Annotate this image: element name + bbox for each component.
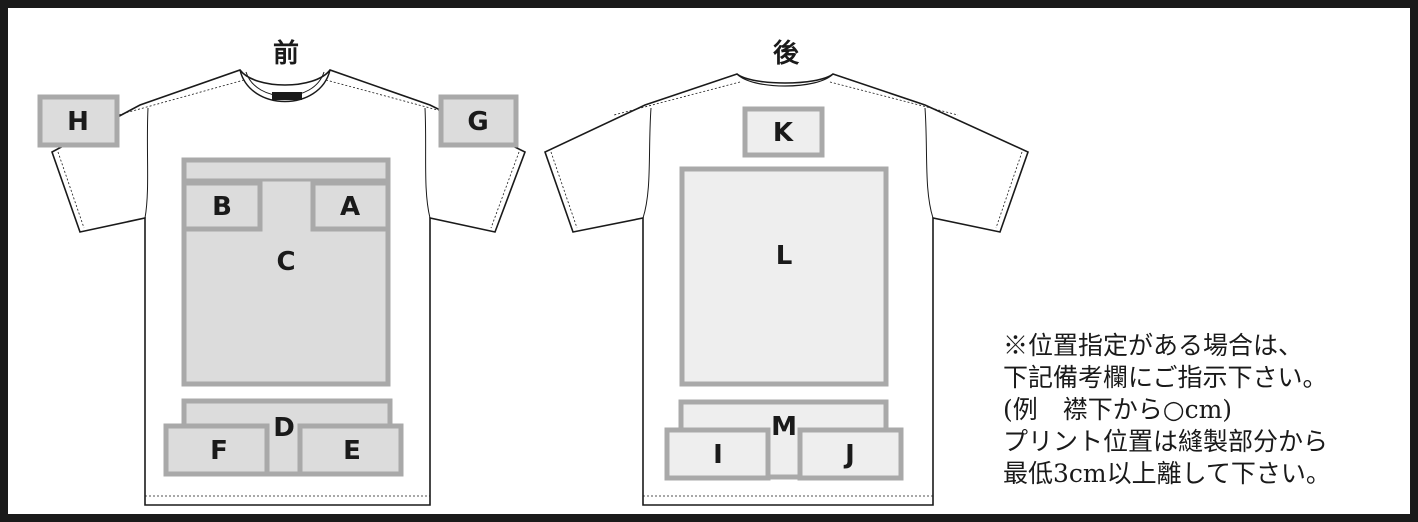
zone-b-label: B <box>212 192 232 222</box>
note-line: プリント位置は縫製部分から <box>1003 427 1329 456</box>
print-instruction-note: ※位置指定がある場合は、 下記備考欄にご指示下さい。 (例 襟下から○cm) プ… <box>1003 330 1413 490</box>
back-shoulder-seam-right <box>924 107 934 219</box>
zone-j[interactable] <box>797 427 904 481</box>
zone-l-label: L <box>776 241 793 271</box>
zone-i[interactable] <box>664 427 771 481</box>
back-title: 後 <box>773 38 800 69</box>
back-sleeve-hem-right <box>995 151 1023 229</box>
note-line: 最低3cm以上離して下さい。 <box>1003 459 1331 488</box>
zone-g[interactable] <box>438 94 519 148</box>
front-stitch-right <box>325 79 457 116</box>
zone-k-label: K <box>773 118 794 148</box>
back-stitch-left <box>613 81 741 116</box>
front-sleeve-hem-left <box>57 151 85 229</box>
zone-a[interactable] <box>310 180 391 232</box>
zone-m-label: M <box>771 412 797 442</box>
zone-g-label: G <box>467 107 488 137</box>
zone-f-label: F <box>210 436 228 466</box>
note-line: (例 襟下から○cm) <box>1003 395 1233 424</box>
zone-b[interactable] <box>181 180 263 232</box>
zone-d-label: D <box>273 413 295 443</box>
zone-a-label: A <box>340 192 360 222</box>
back-collar <box>736 73 834 87</box>
back-tshirt: K L M I J 後 <box>544 38 1029 506</box>
front-tshirt: H G C B A D F E 前 <box>37 38 527 506</box>
zone-h-label: H <box>67 107 89 137</box>
front-title: 前 <box>273 38 299 69</box>
zone-h[interactable] <box>37 94 120 148</box>
front-sleeve-hem-right <box>490 151 520 229</box>
zone-k[interactable] <box>742 106 825 158</box>
note-line: 下記備考欄にご指示下さい。 <box>1003 363 1328 392</box>
note-line: ※位置指定がある場合は、 <box>1003 331 1304 360</box>
collar-tag <box>272 92 302 100</box>
back-shoulder-seam-left <box>642 107 652 219</box>
front-shoulder-seam-right <box>424 107 431 219</box>
back-sleeve-hem-left <box>550 151 578 229</box>
zone-e[interactable] <box>297 423 404 477</box>
zone-i-label: I <box>713 440 723 470</box>
front-shoulder-seam-left <box>144 107 149 219</box>
zone-f[interactable] <box>163 423 270 477</box>
zone-e-label: E <box>343 436 361 466</box>
zone-j-label: J <box>843 440 855 470</box>
front-stitch-left <box>117 79 245 116</box>
front-collar <box>239 69 331 103</box>
zone-l[interactable] <box>679 166 889 387</box>
zone-c-label: C <box>276 247 295 277</box>
